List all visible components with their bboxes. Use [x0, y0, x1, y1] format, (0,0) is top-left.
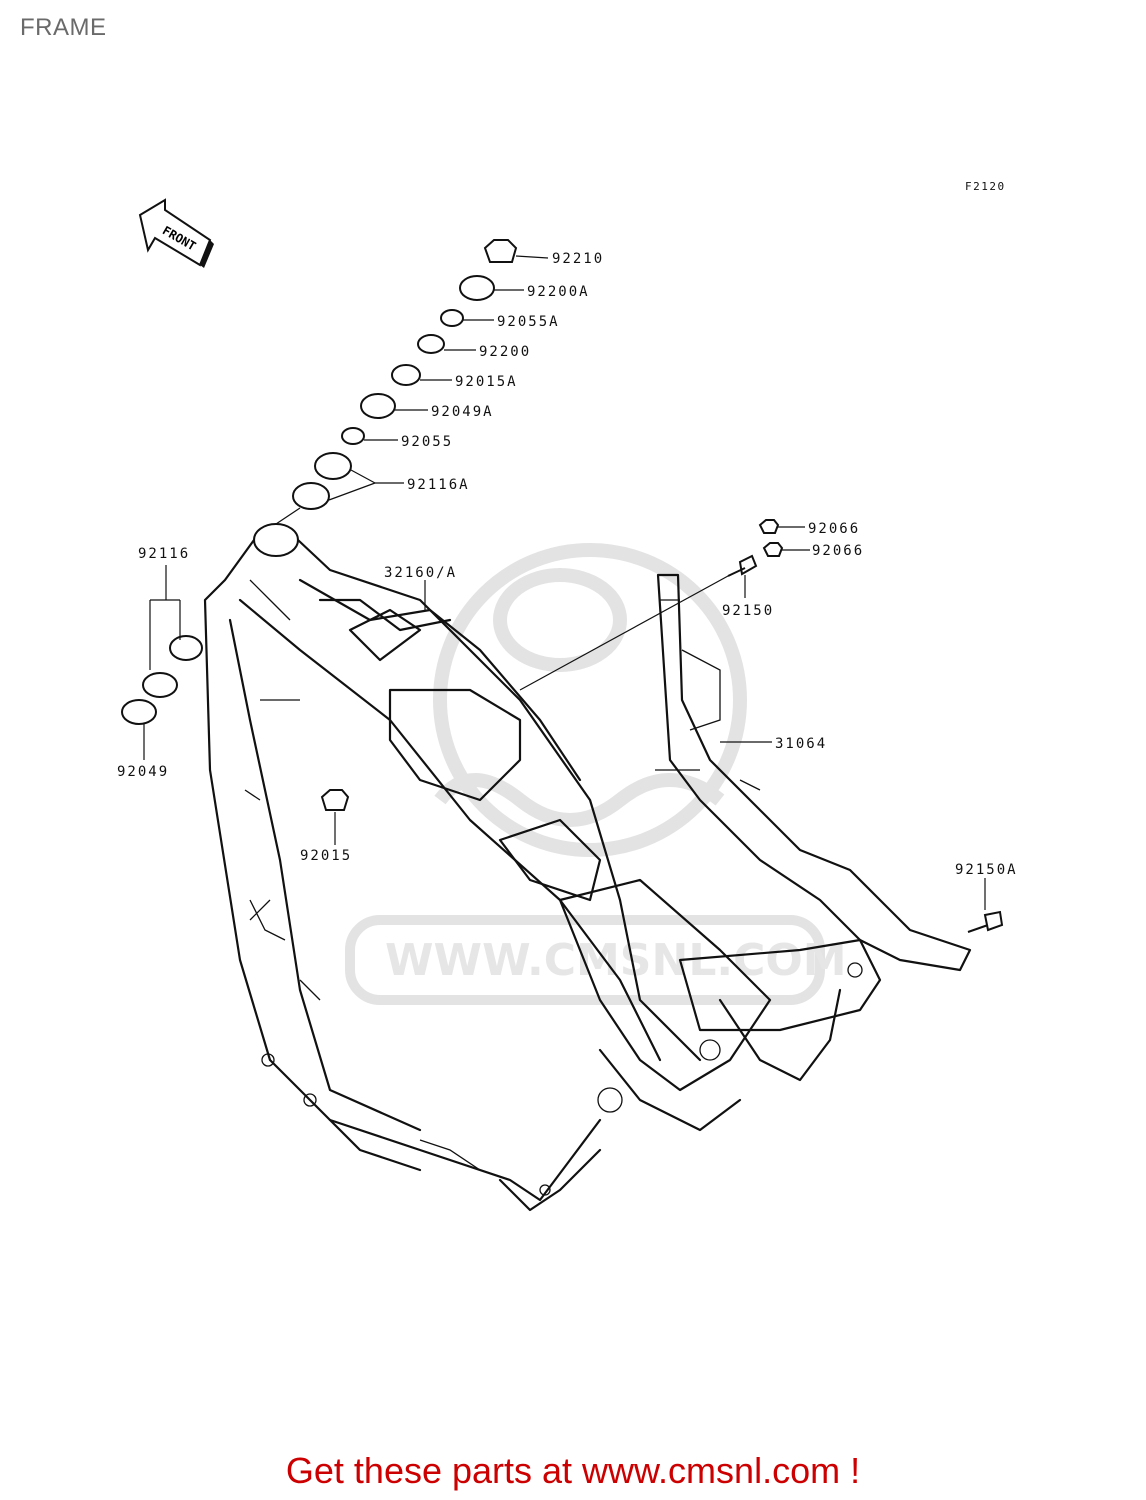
bearing-lower-icon	[142, 672, 178, 698]
part-label-92116A[interactable]: 92116A	[407, 477, 470, 493]
front-arrow-icon: FRONT	[138, 198, 214, 268]
part-label-92200A[interactable]: 92200A	[527, 284, 590, 300]
o-ring-small-icon	[341, 427, 365, 445]
part-label-92066-lower[interactable]: 92066	[812, 543, 864, 559]
part-label-31064[interactable]: 31064	[775, 736, 827, 752]
page-title: FRAME	[20, 14, 107, 41]
steering-stack	[121, 239, 1004, 933]
part-label-92150[interactable]: 92150	[722, 603, 774, 619]
watermark-text: WWW.CMSNL.COM	[385, 935, 847, 986]
frame-body	[203, 523, 972, 1212]
dust-seal-icon	[360, 393, 396, 419]
part-label-92116[interactable]: 92116	[138, 546, 190, 562]
part-labels: 92210 92200A 92055A 92200 92015A 92049A …	[117, 251, 1018, 878]
small-nut-a-icon	[758, 519, 780, 534]
part-label-92200[interactable]: 92200	[479, 344, 531, 360]
o-ring-icon	[440, 309, 464, 327]
locknut-icon	[391, 364, 421, 386]
figure-id: F2120	[965, 180, 1006, 193]
part-label-92049A[interactable]: 92049A	[431, 404, 494, 420]
part-label-92150A[interactable]: 92150A	[955, 862, 1018, 878]
nut-icon	[320, 789, 350, 811]
small-nut-b-icon	[762, 542, 784, 557]
bearing-lower-race-icon	[169, 635, 203, 661]
part-label-92049[interactable]: 92049	[117, 764, 169, 780]
bearing-race-icon	[292, 482, 330, 510]
part-label-92210[interactable]: 92210	[552, 251, 604, 267]
watermark-logo: WWW.CMSNL.COM	[345, 543, 847, 1005]
leader-lines	[143, 255, 986, 910]
part-label-92055A[interactable]: 92055A	[497, 314, 560, 330]
bearing-upper-icon	[314, 452, 352, 480]
lock-washer-icon	[417, 334, 445, 354]
part-label-92015[interactable]: 92015	[300, 848, 352, 864]
bolt-icon	[727, 554, 758, 577]
stem-nut-icon	[483, 239, 518, 263]
footer-cta-link[interactable]: Get these parts at www.cmsnl.com !	[285, 1450, 861, 1491]
lower-seal-icon	[121, 699, 157, 725]
washer-icon	[459, 275, 495, 301]
bolt-rear-icon	[967, 910, 1004, 933]
part-label-92015A[interactable]: 92015A	[455, 374, 518, 390]
part-label-92066-upper[interactable]: 92066	[808, 521, 860, 537]
part-label-92055[interactable]: 92055	[401, 434, 453, 450]
part-label-32160A[interactable]: 32160/A	[384, 565, 457, 581]
